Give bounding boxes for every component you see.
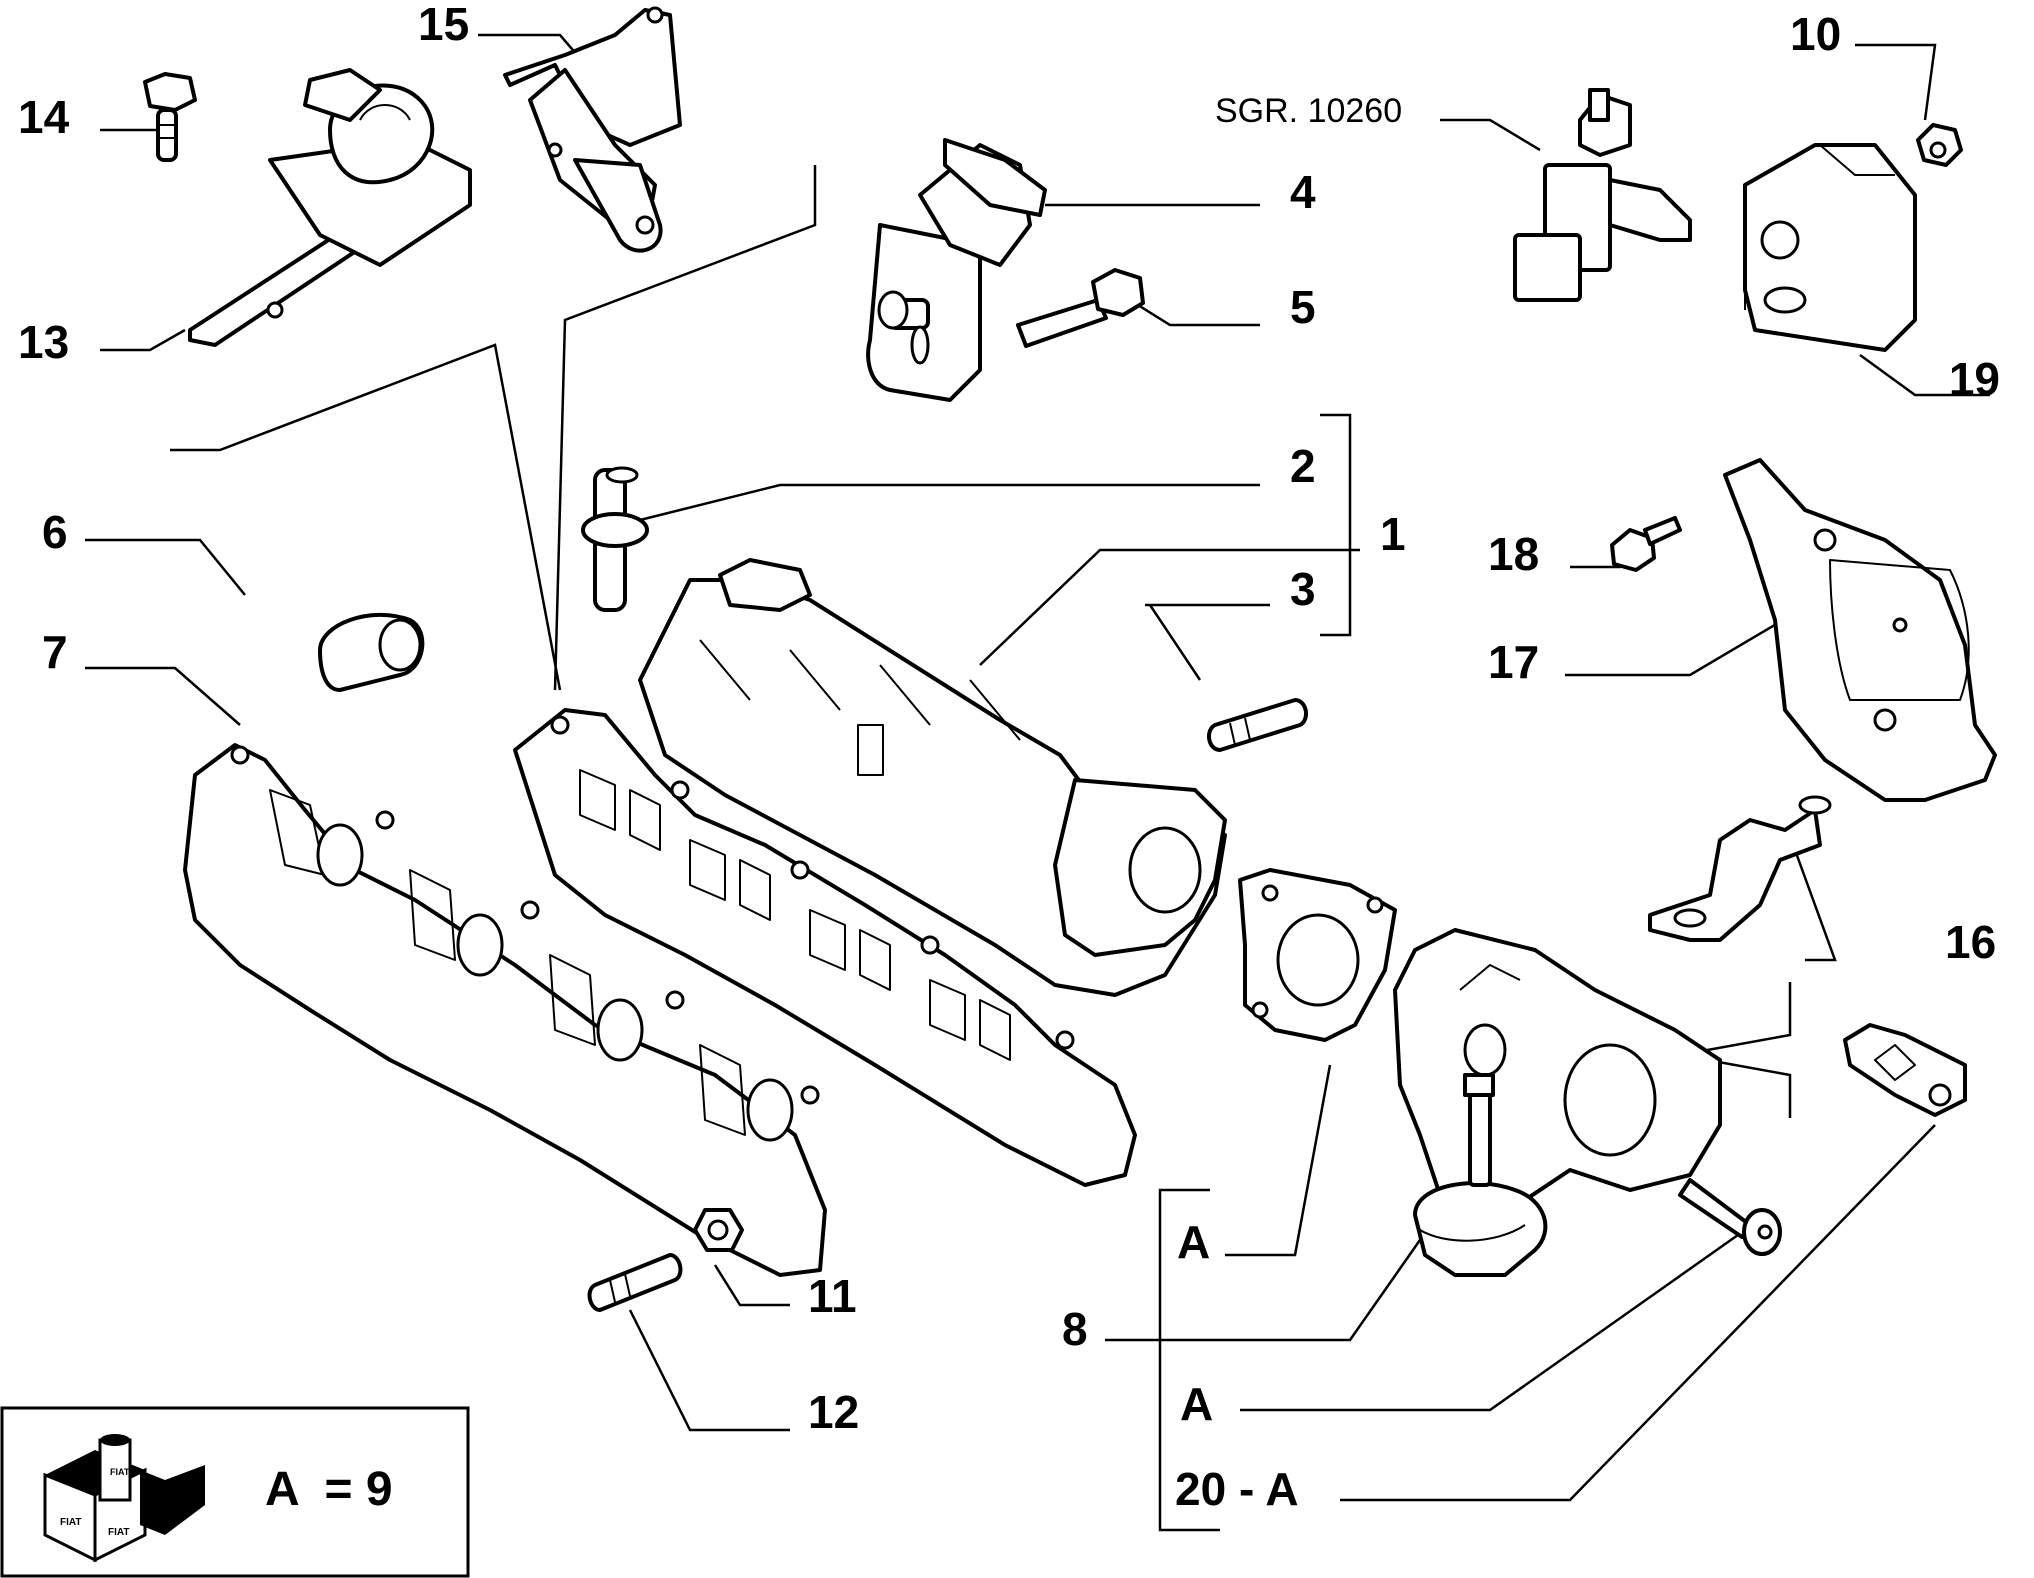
callout-17: 17 <box>1488 636 1539 688</box>
callout-labels: 15 14 13 10 SGR. 10260 4 5 19 2 1 3 18 1… <box>18 0 2000 1515</box>
callout-a-2: A <box>1180 1378 1213 1430</box>
bracket-part-16 <box>1648 795 1832 942</box>
intake-manifold-part-1 <box>513 558 1227 1187</box>
callout-11: 11 <box>808 1270 857 1322</box>
callout-19: 19 <box>1949 353 2000 405</box>
throttle-body-part-8 <box>1393 928 1722 1277</box>
callout-6: 6 <box>42 506 68 558</box>
bracket-part-15 <box>503 6 682 253</box>
bolt-part-a <box>1678 1178 1782 1256</box>
bolt-part-18 <box>1610 516 1682 572</box>
nut-part-11 <box>693 1208 744 1252</box>
callout-a-1: A <box>1177 1216 1210 1268</box>
callout-1: 1 <box>1380 508 1406 560</box>
callout-14: 14 <box>18 91 70 143</box>
callout-13: 13 <box>18 316 69 368</box>
bolt-part-14 <box>143 72 197 162</box>
control-box-part-19 <box>1743 143 1917 352</box>
callout-12: 12 <box>808 1386 859 1438</box>
logo-word-3: FIAT <box>110 1467 130 1477</box>
legend-text: A = 9 <box>265 1463 393 1516</box>
callout-15: 15 <box>418 0 469 50</box>
callout-10: 10 <box>1790 8 1841 60</box>
cap-part-6 <box>318 612 425 692</box>
flange-gasket <box>1238 868 1397 1042</box>
solenoid-valve-sgr <box>1513 88 1692 302</box>
callout-7: 7 <box>42 626 68 678</box>
parts-kit-icon: FIAT FIAT FIAT <box>43 1434 205 1563</box>
legend-box: FIAT FIAT FIAT A = 9 <box>0 1406 470 1578</box>
callout-20-a: 20 - A <box>1175 1463 1299 1515</box>
callout-sgr: SGR. 10260 <box>1215 92 1402 130</box>
stud-part-3 <box>1207 698 1308 752</box>
callout-2: 2 <box>1290 440 1316 492</box>
stud-part-2 <box>581 466 649 612</box>
sensor-part-4 <box>866 138 1047 402</box>
callout-5: 5 <box>1290 281 1316 333</box>
nut-part-10 <box>1916 123 1963 167</box>
callout-18: 18 <box>1488 528 1539 580</box>
callout-4: 4 <box>1290 166 1316 218</box>
clip-part-20 <box>1843 1023 1967 1117</box>
stud-part-12 <box>587 1253 683 1312</box>
callout-16: 16 <box>1945 916 1996 968</box>
cover-part-17 <box>1723 458 1997 802</box>
bolt-part-5 <box>1016 268 1145 348</box>
gasket-part-7 <box>183 743 827 1277</box>
callout-8: 8 <box>1062 1303 1088 1355</box>
clamp-bracket-part-13 <box>188 68 472 347</box>
callout-3: 3 <box>1290 563 1316 615</box>
logo-word-2: FIAT <box>108 1527 129 1538</box>
logo-word-1: FIAT <box>60 1517 81 1528</box>
